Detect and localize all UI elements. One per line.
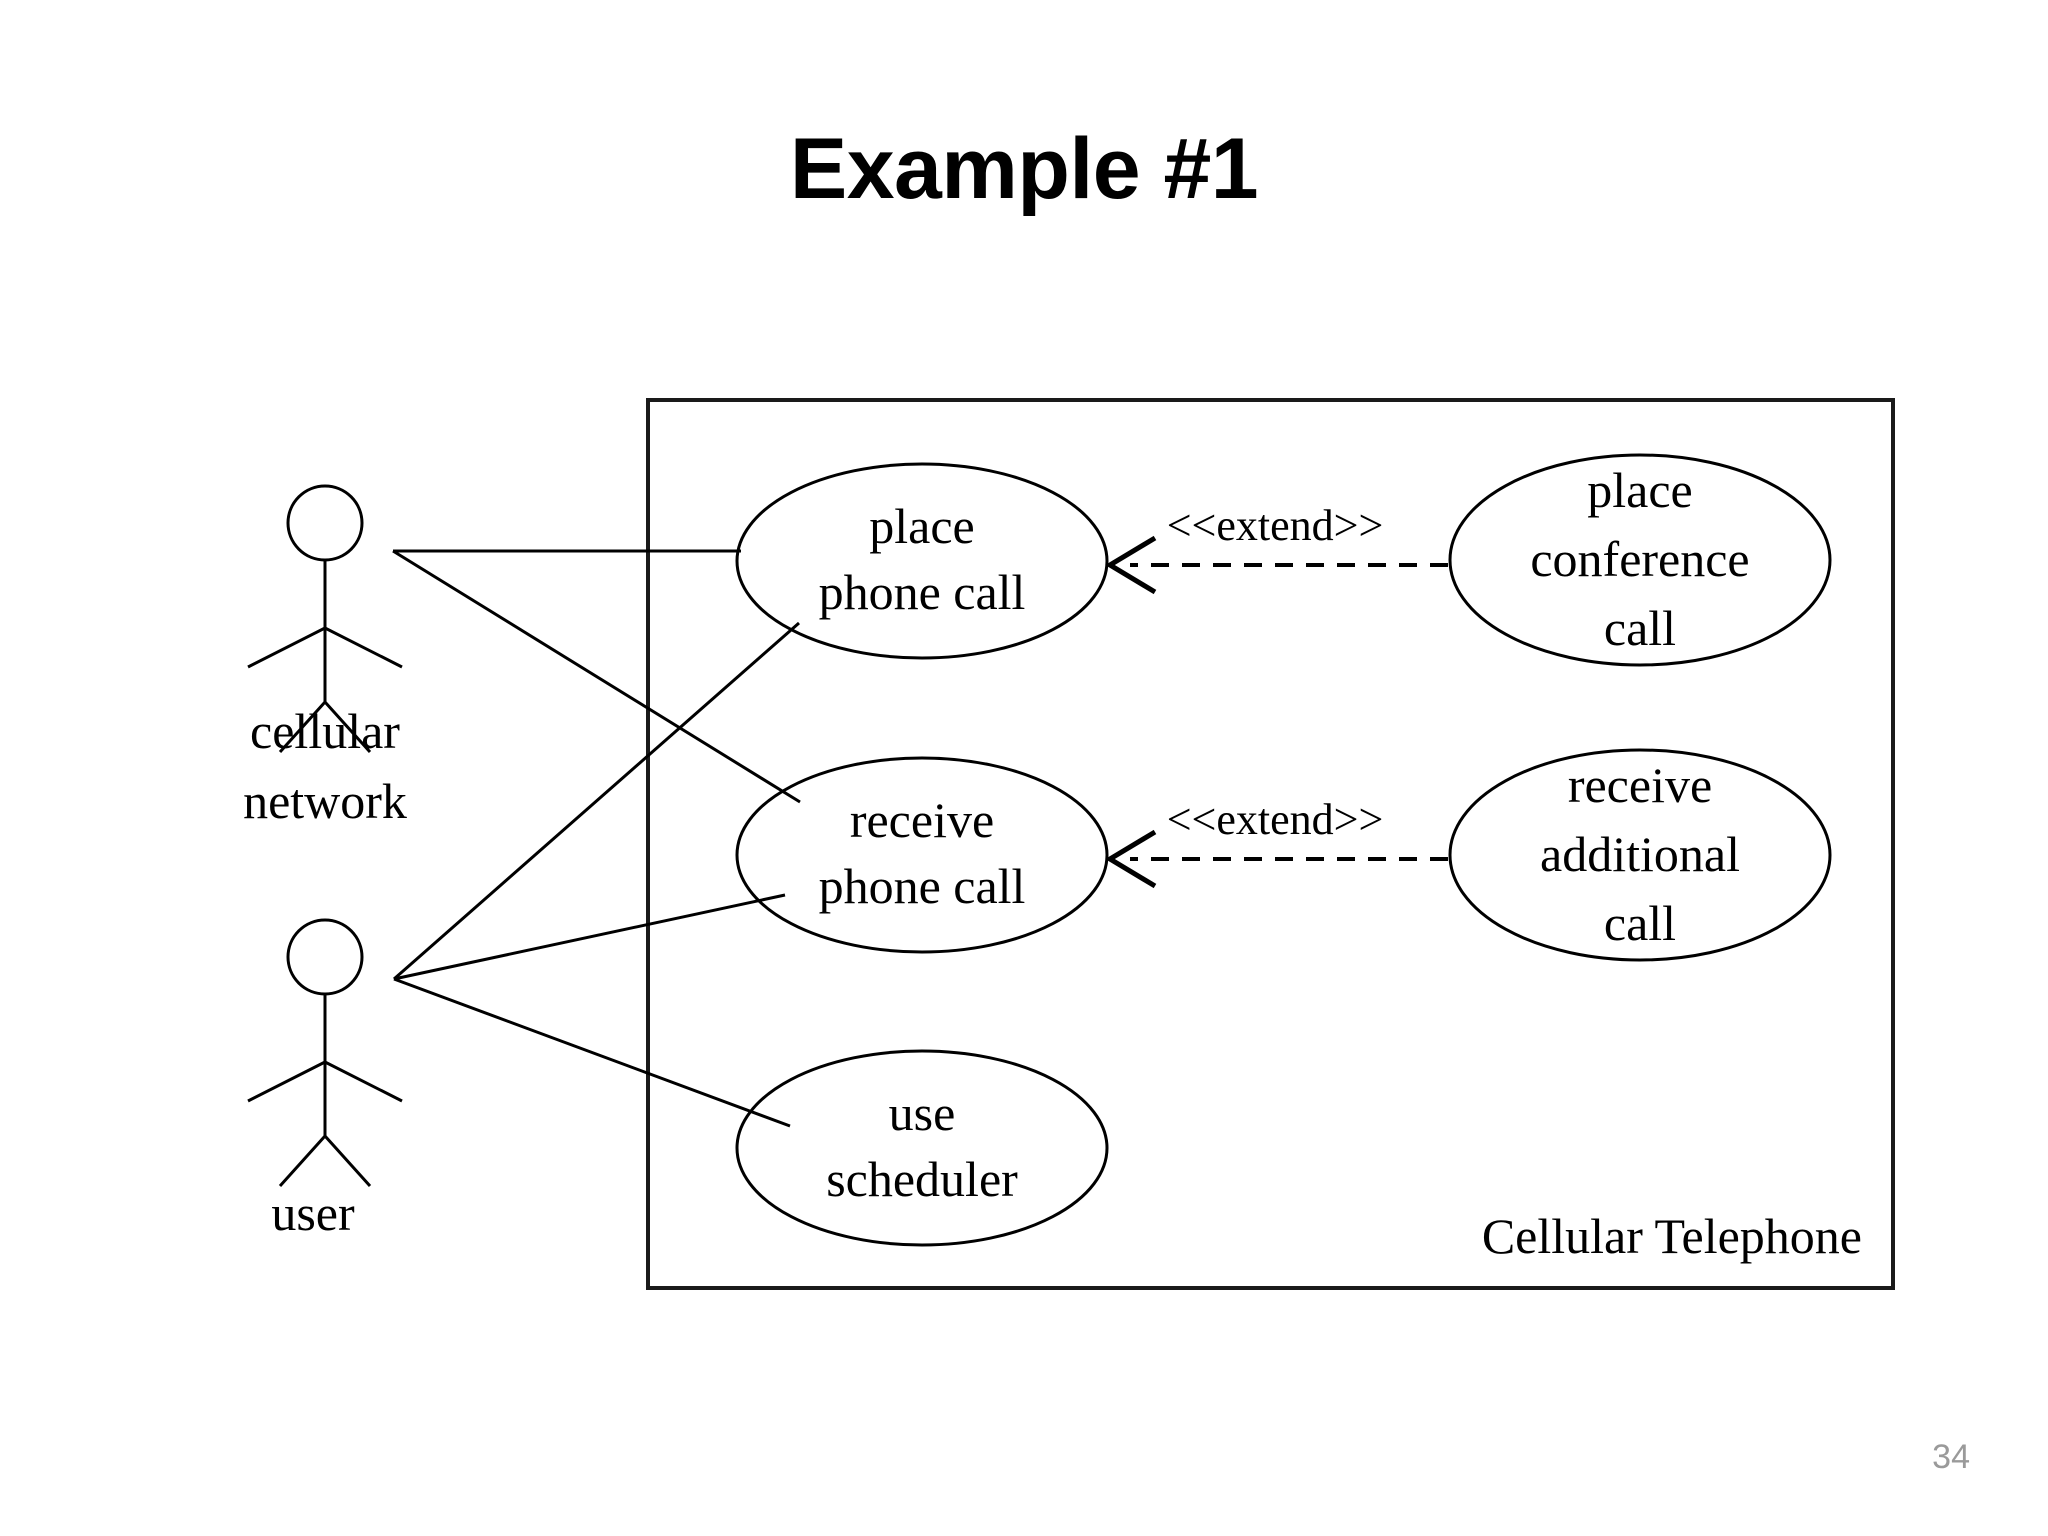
actor-label-line1: cellular [250,703,400,759]
association-lines [392,549,801,1128]
use-case-label-line3: call [1604,600,1676,656]
extend-stereotype-label: <<extend>> [1167,501,1384,550]
actor-cellular-network[interactable]: cellular network [243,484,407,829]
use-case-label-line1: use [889,1085,956,1141]
page-title: Example #1 [789,121,1259,217]
system-boundary-rect [646,398,1895,1290]
use-case-label-line1: receive [1568,757,1712,813]
actor-head-icon [286,918,364,996]
use-case-receive-additional-call[interactable]: receive additional call [1448,748,1832,962]
use-case-place-conference-call[interactable]: place conference call [1448,453,1832,667]
use-case-ellipse [735,756,1109,954]
use-case-ellipse [735,1049,1109,1247]
extend-arrowhead-icon [1105,535,1157,595]
actor-user[interactable]: user [247,918,403,1241]
use-case-label-line2: additional [1540,826,1740,882]
association-line-network-receive-phone-call [392,549,801,804]
extend-relationship-conference[interactable]: <<extend>> [1105,501,1448,595]
actor-left-leg-icon [278,1134,327,1188]
association-line-user-use-scheduler [393,977,791,1128]
actor-left-arm-icon [247,626,326,669]
association-line-user-place-phone-call [393,621,800,981]
actor-label-line2: network [243,773,407,829]
use-case-receive-phone-call[interactable]: receive phone call [735,756,1109,954]
use-case-label-line2: phone call [819,564,1026,620]
actor-head-icon [286,484,364,562]
actor-right-arm-icon [324,626,403,669]
use-case-label-line1: place [1587,462,1692,518]
actor-right-leg-icon [323,1134,372,1188]
use-case-label-line1: receive [850,792,994,848]
use-case-label-line3: call [1604,895,1676,951]
use-case-label-line2: conference [1530,531,1749,587]
system-boundary: Cellular Telephone [646,398,1895,1290]
extend-stereotype-label: <<extend>> [1167,795,1384,844]
use-case-label-line2: scheduler [826,1151,1018,1207]
actor-right-leg-icon [323,700,372,754]
use-case-label-line1: place [869,498,974,554]
use-case-ellipse [1448,453,1832,667]
actor-right-arm-icon [324,1060,403,1103]
actor-left-arm-icon [247,1060,326,1103]
association-line-user-receive-phone-call [393,893,786,981]
actor-label-line1: user [271,1185,355,1241]
use-case-label-line2: phone call [819,858,1026,914]
system-boundary-label: Cellular Telephone [1482,1208,1862,1264]
page-number: 34 [1932,1438,1970,1476]
extend-arrowhead-icon [1105,829,1157,889]
use-case-use-scheduler[interactable]: use scheduler [735,1049,1109,1247]
use-case-ellipse [735,462,1109,660]
extend-relationship-additional[interactable]: <<extend>> [1105,795,1448,889]
use-case-ellipse [1448,748,1832,962]
use-case-place-phone-call[interactable]: place phone call [735,462,1109,660]
actor-left-leg-icon [278,700,327,754]
